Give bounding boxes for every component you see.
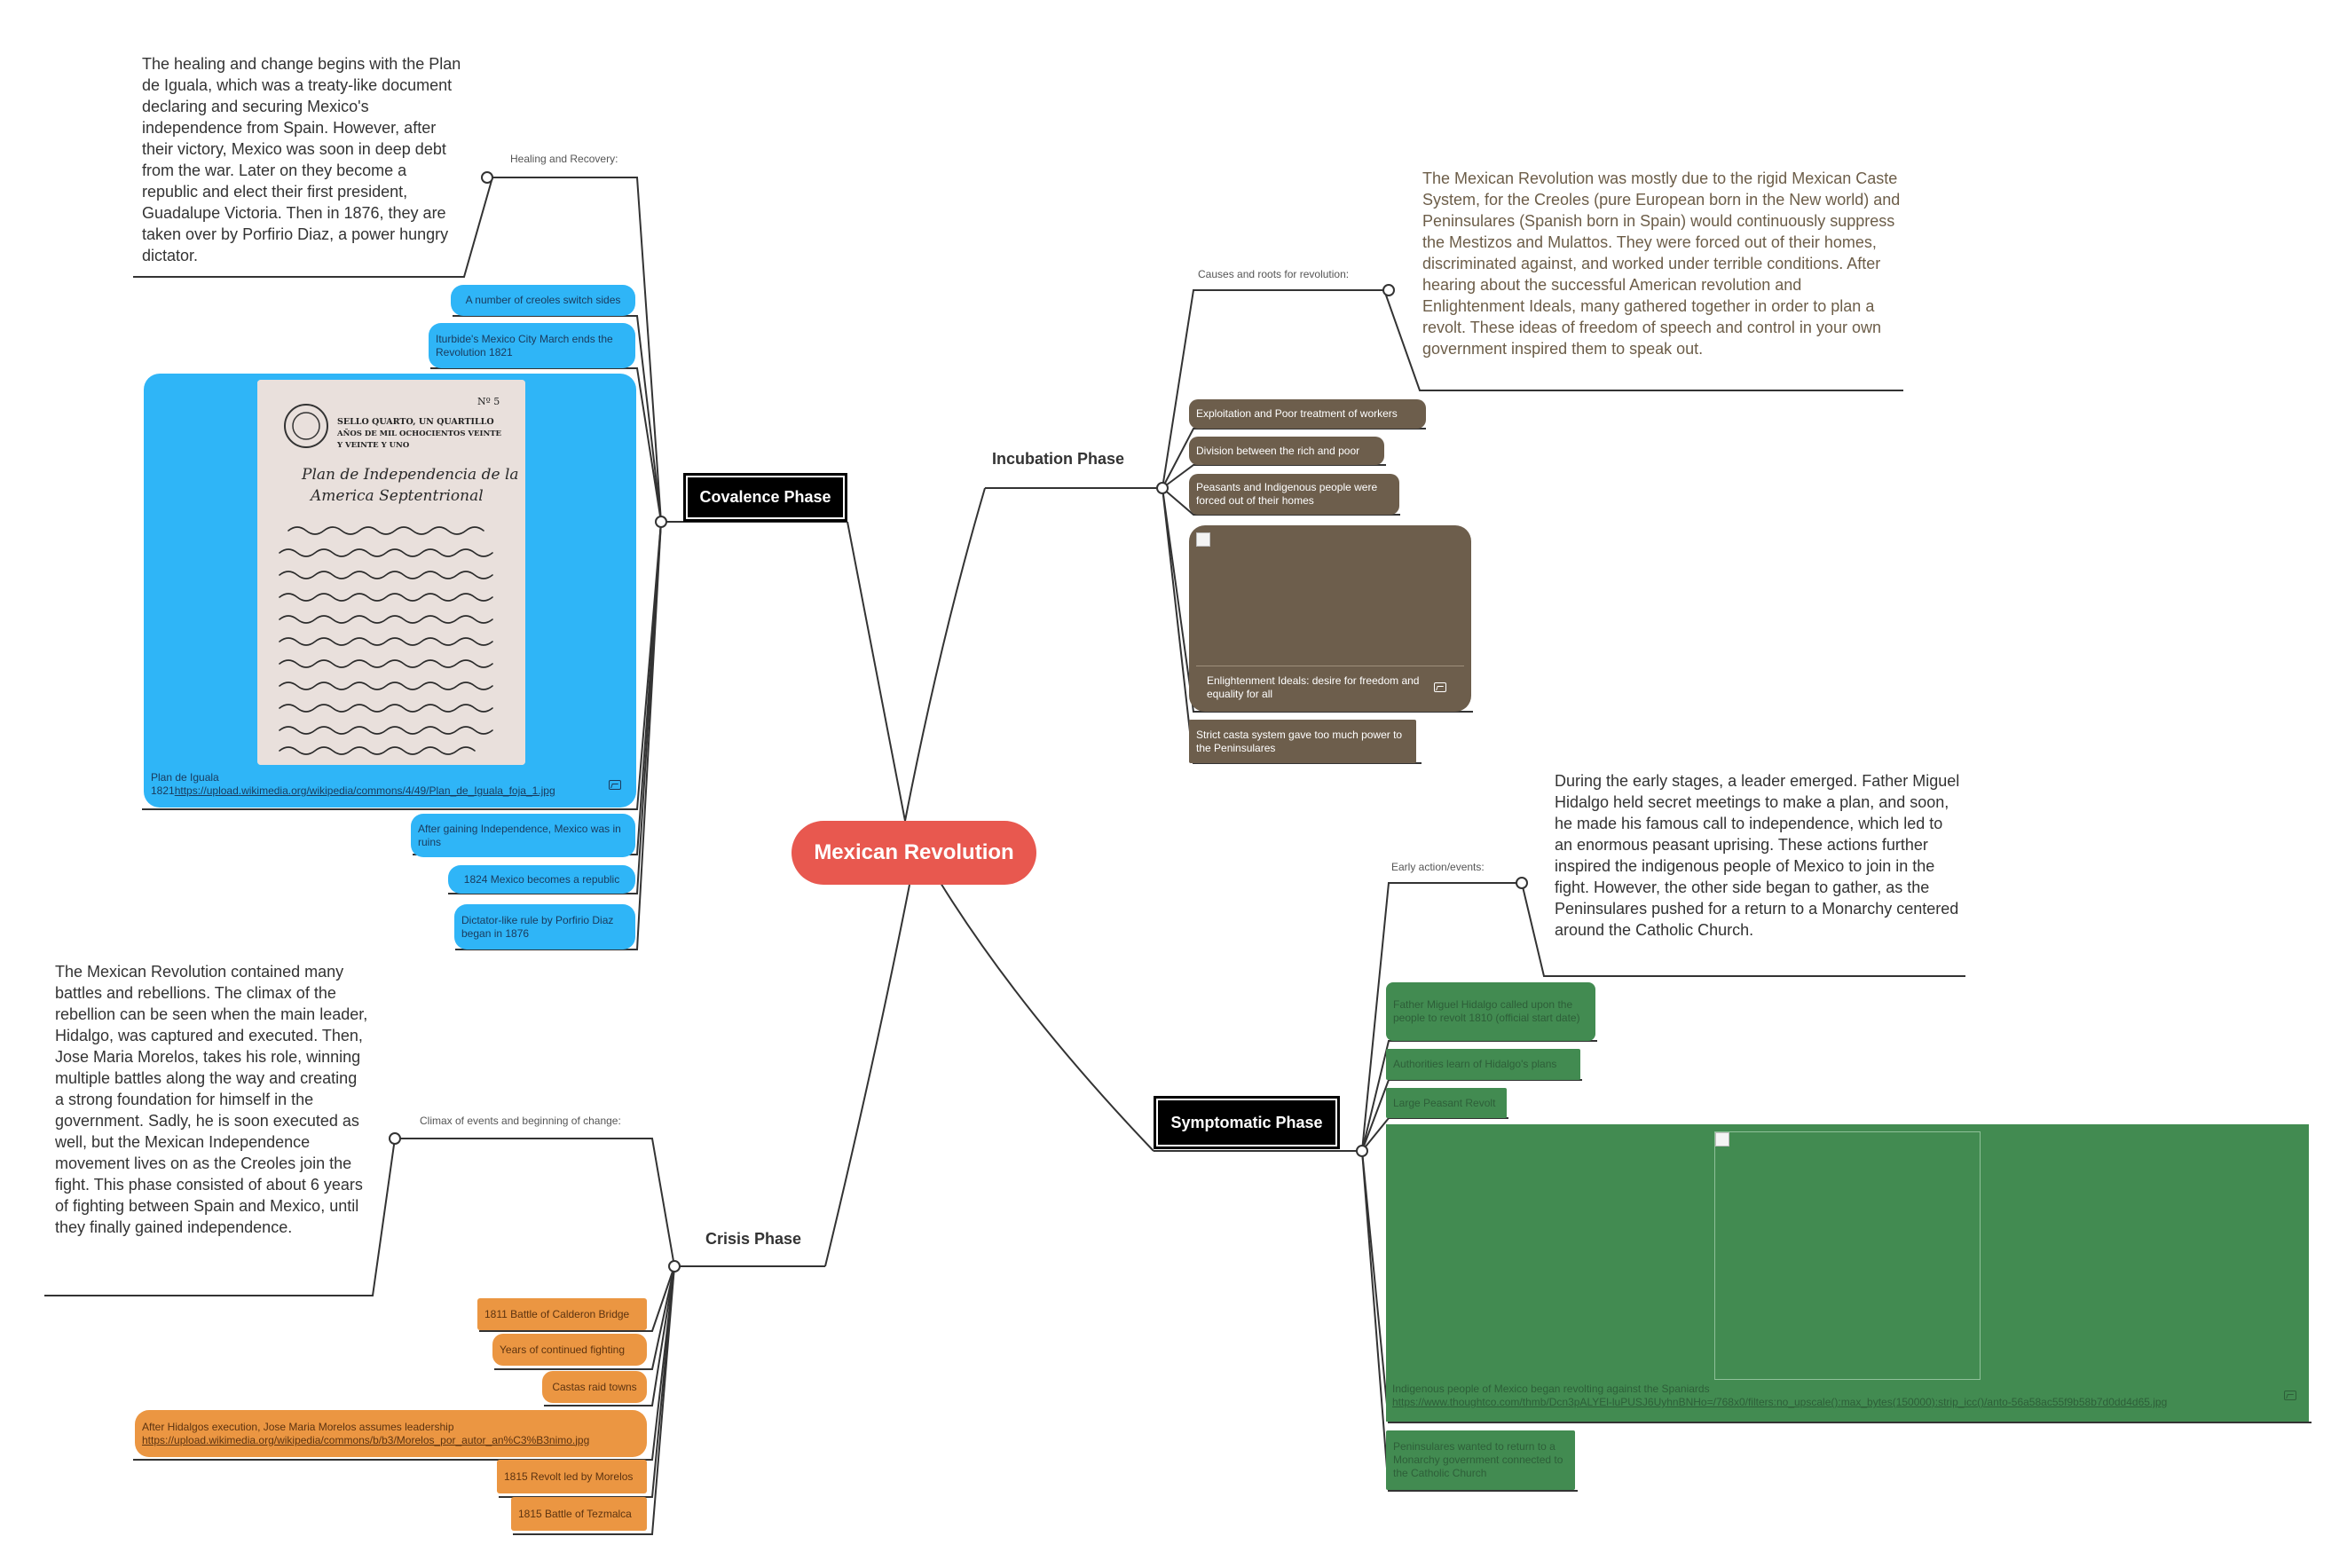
incubation-item[interactable]: Strict casta system gave too much power … (1189, 720, 1416, 763)
doc-seal-line2: AÑOS DE MIL OCHOCIENTOS VEINTE (336, 428, 502, 438)
incubation-item[interactable]: Division between the rich and poor (1189, 437, 1384, 465)
plan-de-iguala-link[interactable]: https://upload.wikimedia.org/wikipedia/c… (174, 784, 555, 797)
symptomatic-phase-node[interactable]: Symptomatic Phase (1154, 1096, 1340, 1149)
doc-heading-1: Plan de Independencia de la (301, 466, 519, 484)
crisis-item[interactable]: 1815 Revolt led by Morelos (497, 1460, 647, 1493)
indigenous-revolt-card[interactable]: Indigenous people of Mexico began revolt… (1386, 1124, 2309, 1422)
incubation-item[interactable]: Exploitation and Poor treatment of worke… (1189, 399, 1426, 429)
crisis-paragraph[interactable]: The Mexican Revolution contained many ba… (55, 963, 368, 1236)
crisis-item[interactable]: 1811 Battle of Calderon Bridge (477, 1298, 647, 1330)
doc-number: Nº 5 (477, 396, 500, 407)
covalence-item[interactable]: After gaining Independence, Mexico was i… (411, 814, 635, 857)
symptomatic-item[interactable]: Large Peasant Revolt (1386, 1088, 1507, 1118)
crisis-label[interactable]: Climax of events and beginning of change… (420, 1115, 621, 1127)
symptomatic-paragraph[interactable]: During the early stages, a leader emerge… (1555, 772, 1960, 939)
link-root-covalence (847, 521, 906, 822)
doc-handwriting-scribbles (279, 526, 493, 755)
crisis-item[interactable]: 1815 Battle of Tezmalca (511, 1497, 647, 1531)
plan-caption-text: Plan de Iguala 1821 (151, 771, 219, 797)
covalence-item[interactable]: 1824 Mexico becomes a republic (448, 865, 635, 894)
crisis-item[interactable]: Years of continued fighting (492, 1334, 647, 1366)
covalence-phase-node[interactable]: Covalence Phase (683, 473, 847, 522)
covalence-item[interactable]: Dictator-like rule by Porfirio Diaz bega… (454, 904, 635, 949)
covalence-paragraph[interactable]: The healing and change begins with the P… (142, 55, 461, 264)
incubation-label[interactable]: Causes and roots for revolution: (1198, 268, 1350, 280)
covalence-item[interactable]: Iturbide's Mexico City March ends the Re… (429, 323, 635, 368)
covalence-node-dot (655, 516, 667, 528)
enlightenment-image-placeholder (1196, 532, 1464, 666)
link-root-incubation (904, 487, 986, 822)
covalence-item[interactable]: A number of creoles switch sides (451, 285, 635, 316)
enlightenment-caption: Enlightenment Ideals: desire for freedom… (1207, 674, 1420, 700)
plan-de-iguala-caption: Plan de Iguala 1821https://upload.wikime… (151, 771, 612, 798)
symptomatic-node-dot (1356, 1145, 1368, 1157)
incubation-phase-node[interactable]: Incubation Phase (992, 450, 1125, 468)
incubation-paragraph[interactable]: The Mexican Revolution was mostly due to… (1422, 169, 1901, 358)
indigenous-image-placeholder (1714, 1131, 1981, 1380)
doc-heading-2: America Septentrional (309, 487, 484, 505)
indigenous-caption: Indigenous people of Mexico began revolt… (1392, 1383, 2280, 1409)
enlightenment-card[interactable]: Enlightenment Ideals: desire for freedom… (1189, 525, 1471, 712)
indigenous-caption-text: Indigenous people of Mexico began revolt… (1392, 1383, 1710, 1395)
image-icon[interactable] (1434, 682, 1446, 692)
image-icon[interactable] (609, 780, 621, 790)
link-root-symptomatic (940, 882, 1154, 1152)
image-icon[interactable] (2284, 1391, 2296, 1400)
symptomatic-item[interactable]: Father Miguel Hidalgo called upon the pe… (1386, 982, 1595, 1041)
document-image: Nº 5 SELLO QUARTO, UN QUARTILLO AÑOS DE … (257, 380, 525, 765)
crisis-phase-node[interactable]: Crisis Phase (705, 1230, 802, 1248)
covalence-label[interactable]: Healing and Recovery: (510, 153, 618, 165)
morelos-link[interactable]: https://upload.wikimedia.org/wikipedia/c… (142, 1433, 590, 1446)
symptomatic-label[interactable]: Early action/events: (1391, 861, 1485, 873)
crisis-node-dot (668, 1260, 681, 1273)
crisis-item[interactable]: Castas raid towns (542, 1371, 647, 1403)
indigenous-image-link[interactable]: https://www.thoughtco.com/thmb/Dcn3pALYE… (1392, 1396, 2168, 1408)
doc-seal-line1: SELLO QUARTO, UN QUARTILLO (337, 417, 494, 427)
incubation-item[interactable]: Peasants and Indigenous people were forc… (1189, 474, 1399, 515)
plan-de-iguala-card[interactable]: Nº 5 SELLO QUARTO, UN QUARTILLO AÑOS DE … (144, 374, 636, 808)
symptomatic-item[interactable]: Authorities learn of Hidalgo's plans (1386, 1049, 1580, 1080)
incubation-node-dot (1156, 482, 1169, 494)
plan-de-iguala-image: Nº 5 SELLO QUARTO, UN QUARTILLO AÑOS DE … (257, 380, 525, 765)
broken-image-icon (1196, 532, 1210, 547)
link-root-crisis (824, 884, 910, 1267)
morelos-item[interactable]: After Hidalgos execution, Jose Maria Mor… (135, 1410, 647, 1457)
symptomatic-item[interactable]: Peninsulares wanted to return to a Monar… (1386, 1430, 1575, 1490)
doc-seal-line3: Y VEINTE Y UNO (336, 441, 410, 450)
central-topic[interactable]: Mexican Revolution (792, 821, 1036, 885)
broken-image-icon (1715, 1132, 1729, 1146)
morelos-text: After Hidalgos execution, Jose Maria Mor… (142, 1420, 454, 1433)
